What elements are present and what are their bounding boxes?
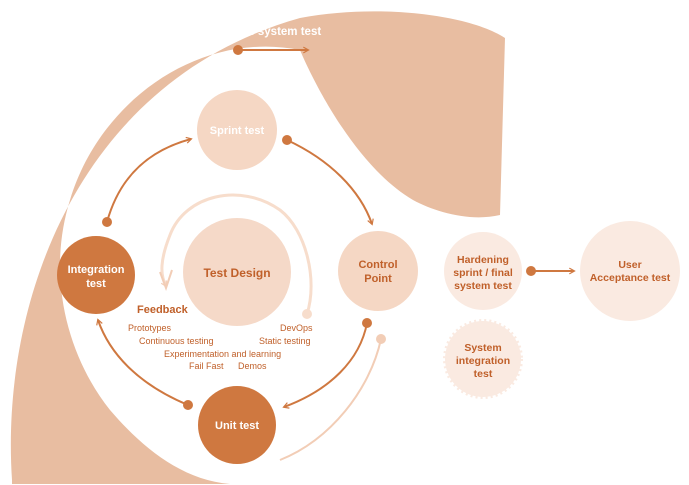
user-acceptance-circle (580, 221, 680, 321)
system-integration-line1: System (464, 342, 501, 354)
hardening-line2: sprint / final (453, 267, 513, 279)
sprint-test-circle (197, 90, 277, 170)
sprint-test-label: Sprint test (210, 125, 265, 137)
feedback-item: Fail Fast (189, 361, 224, 371)
test-design-title: Test Design (203, 266, 270, 280)
feedback-title: Feedback (137, 304, 189, 316)
test-design-circle (183, 218, 291, 326)
feedback-item: Experimentation and learning (164, 349, 281, 359)
devops-item: DevOps (280, 323, 313, 333)
control-point-line2: Point (364, 273, 392, 285)
hardening-sprint-circle (444, 232, 522, 310)
ring-arrowhead (159, 269, 173, 291)
system-integration-circle (443, 319, 523, 399)
feedback-item: Demos (238, 361, 267, 371)
ring-dot (302, 309, 312, 319)
feedback-item: Continuous testing (139, 336, 214, 346)
uat-line1: User (618, 259, 641, 271)
devops-item: Static testing (259, 336, 311, 346)
unit-test-label: Unit test (215, 420, 259, 432)
integration-test-circle (57, 236, 135, 314)
hardening-line1: Hardening (457, 254, 509, 266)
arrow-sprint-to-control (286, 139, 372, 224)
system-integration-line3: test (474, 368, 493, 380)
control-point-circle (338, 231, 418, 311)
arrow-unit-to-integration (98, 320, 189, 406)
system-integration-line2: integration (456, 355, 510, 367)
arrow-control-to-unit (284, 322, 368, 407)
arrow-integration-to-sprint (106, 139, 191, 223)
integration-test-line2: test (86, 278, 106, 290)
continuous-system-test-band (10, 11, 505, 485)
continuous-system-test-label: Continuous system test (191, 26, 322, 38)
light-arrow-control-to-outer (279, 338, 382, 461)
test-design-ring (160, 193, 313, 315)
hardening-line3: system test (454, 280, 512, 292)
uat-line2: Acceptance test (590, 272, 671, 284)
integration-test-line1: Integration (68, 264, 125, 276)
feedback-item: Prototypes (128, 323, 172, 333)
control-point-line1: Control (358, 259, 397, 271)
unit-test-circle (198, 386, 276, 464)
